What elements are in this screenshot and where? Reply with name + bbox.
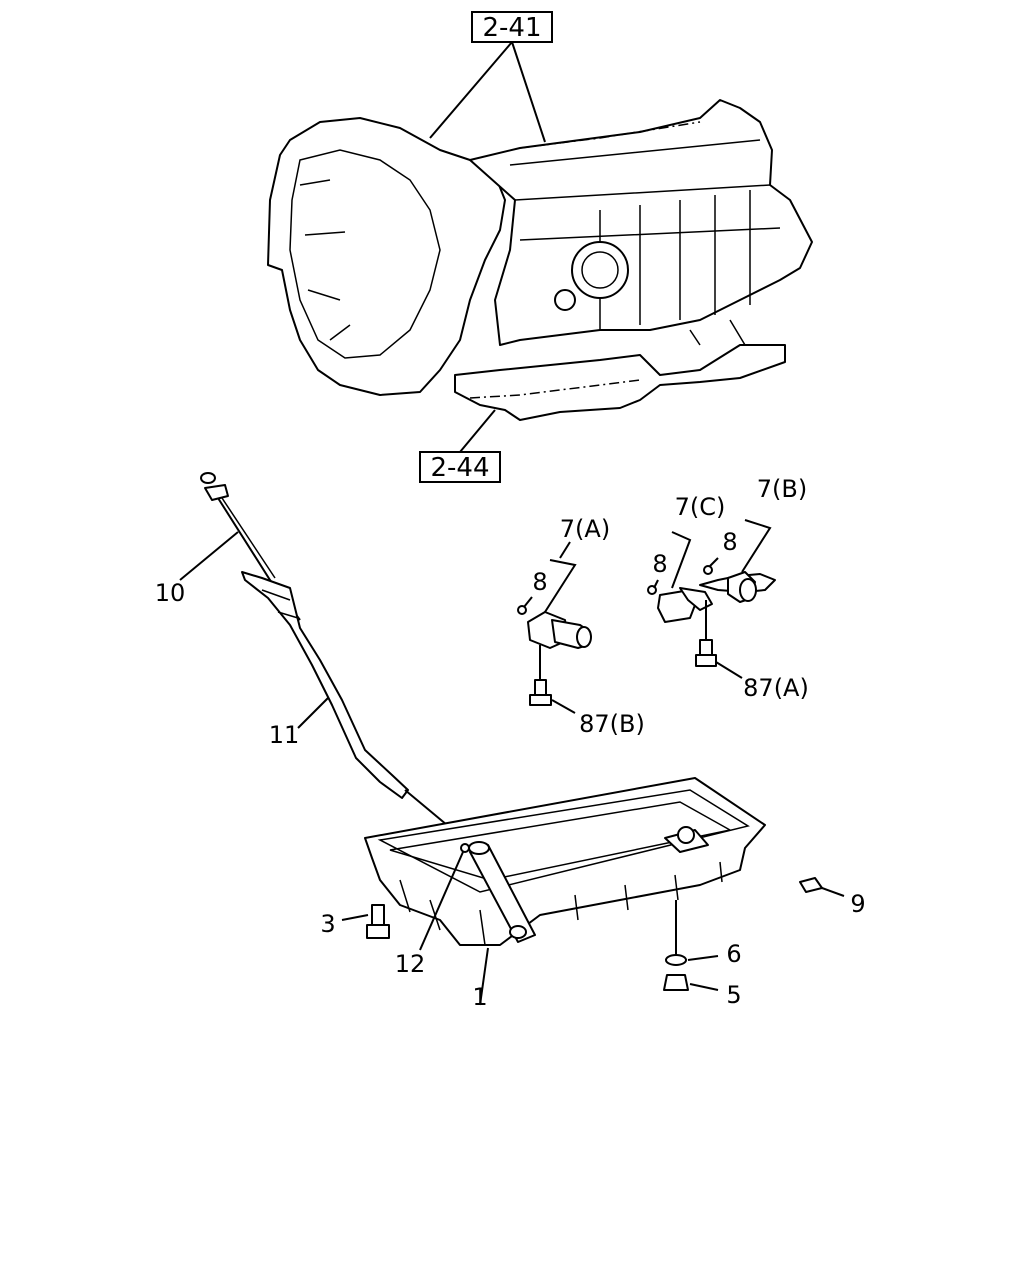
callout-7c: 7(C)	[675, 493, 726, 521]
transmission-assembly	[267, 99, 813, 421]
callout-7a: 7(A)	[560, 515, 610, 543]
callout-1: 1	[472, 983, 487, 1011]
ref-2-41-label: 2-41	[482, 13, 541, 43]
callout-6: 6	[726, 940, 741, 968]
callout-12: 12	[395, 950, 426, 978]
callout-87a: 87(A)	[743, 674, 809, 702]
ref-2-44-label: 2-44	[430, 453, 489, 483]
bolt-87b	[529, 679, 552, 706]
solenoid-7c	[647, 585, 713, 623]
callout-8-c: 8	[652, 550, 667, 578]
callout-8-b: 8	[722, 528, 737, 556]
callout-3: 3	[320, 910, 335, 938]
magnet-9	[799, 877, 823, 893]
reference-2-41[interactable]: 2-41	[471, 11, 553, 43]
plug-5	[663, 974, 689, 991]
gasket-6	[665, 954, 687, 966]
reference-2-44[interactable]: 2-44	[419, 451, 501, 483]
bolt-87a	[695, 639, 717, 667]
bolt-3	[366, 904, 390, 939]
callout-5: 5	[726, 981, 741, 1009]
solenoid-7b	[699, 565, 776, 603]
callout-8-a: 8	[532, 568, 547, 596]
callout-9: 9	[850, 890, 865, 918]
dipstick-tube	[241, 571, 409, 799]
oil-pan	[364, 777, 766, 946]
callout-7b: 7(B)	[757, 475, 807, 503]
callout-87b: 87(B)	[579, 710, 645, 738]
solenoid-7a	[517, 605, 592, 649]
o-ring-12	[460, 843, 470, 853]
callout-11: 11	[269, 721, 300, 749]
callout-10: 10	[155, 579, 186, 607]
